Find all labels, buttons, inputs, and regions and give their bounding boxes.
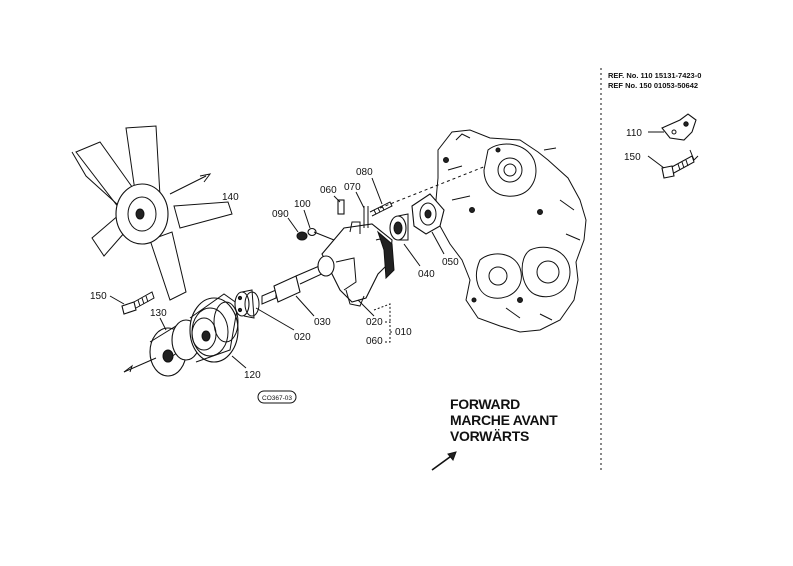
direction-vorwarts: VORWÄRTS xyxy=(450,428,529,444)
label-body-060: 060 xyxy=(366,336,383,347)
label-stud-070: 070 xyxy=(344,182,361,193)
pump-bolts xyxy=(337,199,393,228)
ref-line-2: REF No. 150 01053-50642 xyxy=(608,81,698,90)
label-fan: 140 xyxy=(222,192,239,203)
mechanical-seal xyxy=(389,213,421,267)
label-body-020: 020 xyxy=(366,317,383,328)
label-gasket-090: 090 xyxy=(272,209,289,220)
label-bracket-110: 110 xyxy=(626,128,642,139)
label-stud-080: 080 xyxy=(356,167,373,178)
cooling-fan xyxy=(71,125,233,301)
pump-shaft xyxy=(261,263,327,317)
bracket-110 xyxy=(648,113,697,141)
fan-bolt xyxy=(109,291,155,315)
ref-line-1: REF. No. 110 15131-7423-0 xyxy=(608,71,701,80)
label-shaft: 030 xyxy=(314,317,331,328)
impeller xyxy=(411,193,445,255)
label-bolt-060: 060 xyxy=(320,185,337,196)
label-pulley: 120 xyxy=(244,370,261,381)
label-pulley-hub: 130 xyxy=(150,308,167,319)
fan-pulley xyxy=(189,293,239,363)
pulley-hub xyxy=(123,319,201,377)
label-bolt-150-right: 150 xyxy=(624,152,641,163)
label-seal-040: 040 xyxy=(418,269,435,280)
flange xyxy=(234,289,295,331)
forward-arrow-icon xyxy=(431,451,457,471)
direction-forward: FORWARD xyxy=(450,396,520,412)
plug-and-gasket xyxy=(296,227,335,241)
label-bolt-150-left: 150 xyxy=(90,291,107,302)
drawing-code: CO367-03 xyxy=(262,395,292,402)
engine-block xyxy=(435,129,587,333)
label-assembly-010: 010 xyxy=(395,327,412,338)
label-flange-left: 020 xyxy=(294,332,311,343)
direction-marche-avant: MARCHE AVANT xyxy=(450,412,558,428)
label-impeller-050: 050 xyxy=(442,257,459,268)
water-pump-body xyxy=(317,221,395,317)
bolt-150-right xyxy=(647,149,699,179)
label-plug-100: 100 xyxy=(294,199,311,210)
